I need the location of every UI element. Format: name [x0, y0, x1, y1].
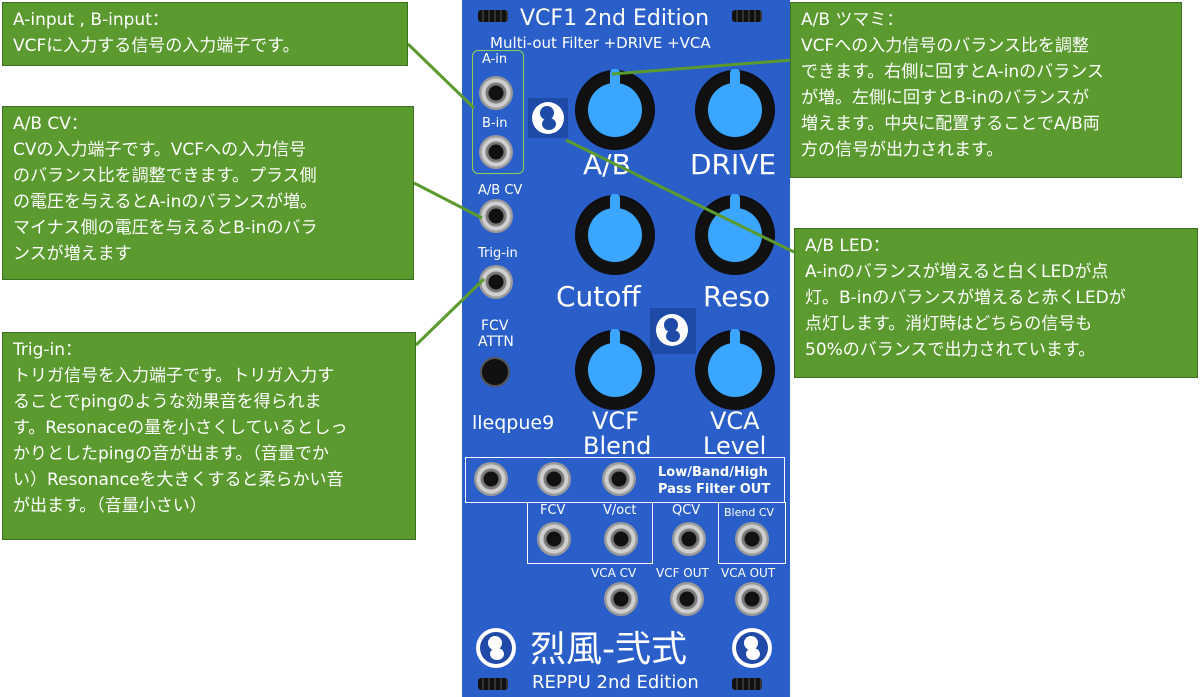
- jack-b-in[interactable]: [479, 135, 513, 169]
- connector-trig-in: [414, 277, 486, 347]
- note-ab-cv: A/B CV： CVの入力端子です。VCFへの入力信号 のバランス比を調整できま…: [2, 106, 414, 280]
- label-knob-drive: DRIVE: [690, 148, 777, 181]
- blend-cv-box: [718, 502, 786, 564]
- note-ab-led: A/B LED： A-inのバランスが増えると白くLEDが点 灯。B-inのバラ…: [794, 228, 1198, 378]
- connector-ab-led: [565, 138, 795, 254]
- label-vca-cv: VCA CV: [591, 566, 637, 580]
- label-knob-cutoff: Cutoff: [556, 280, 641, 313]
- label-attn: ATTN: [478, 334, 514, 350]
- note-ab-cv-title: A/B CV：: [13, 114, 88, 134]
- brand-logo-left-icon: [476, 628, 516, 668]
- note-ab-input-body: VCFに入力する信号の入力端子です。: [13, 36, 300, 56]
- label-knob-blend: Blend: [583, 432, 652, 460]
- note-ab-knob-title: A/B ツマミ：: [801, 10, 904, 30]
- jack-low-pass-out[interactable]: [474, 462, 508, 496]
- jack-blend-cv[interactable]: [735, 522, 769, 556]
- ab-input-highlight: [472, 50, 524, 174]
- label-a-in: A-in: [482, 52, 508, 67]
- module-subtitle: Multi-out Filter +DRIVE +VCA: [490, 34, 711, 52]
- jack-a-in[interactable]: [479, 76, 513, 110]
- brand-logo-right-icon: [732, 628, 772, 668]
- knob-cutoff[interactable]: [575, 194, 655, 275]
- jack-voct[interactable]: [604, 522, 638, 556]
- jack-vcf-out[interactable]: [670, 582, 704, 616]
- jack-qcv[interactable]: [672, 522, 706, 556]
- label-knob-level: Level: [703, 432, 767, 460]
- rail-screw-top-left: [478, 10, 508, 22]
- knob-ab[interactable]: [575, 69, 655, 150]
- ab-led-logo-icon: [528, 98, 568, 138]
- jack-band-pass-out[interactable]: [537, 462, 571, 496]
- label-knob-reso: Reso: [703, 280, 771, 313]
- rail-screw-bottom-right: [732, 678, 762, 690]
- label-vca-out: VCA OUT: [721, 566, 776, 580]
- jack-trig-in[interactable]: [479, 265, 513, 299]
- label-trig-in: Trig-in: [478, 246, 518, 261]
- knob-vca-level[interactable]: [695, 329, 775, 410]
- label-b-in: B-in: [482, 116, 508, 131]
- edition-label: REPPU 2nd Edition: [532, 672, 699, 693]
- connector-ab-cv: [413, 181, 483, 220]
- jack-vca-out[interactable]: [735, 582, 769, 616]
- knob-drive[interactable]: [695, 69, 775, 150]
- jack-fcv[interactable]: [537, 522, 571, 556]
- note-ab-input: A-input , B-input： VCFに入力する信号の入力端子です。: [2, 2, 408, 66]
- center-logo-icon: [650, 308, 696, 354]
- label-fcv: FCV: [481, 318, 509, 334]
- note-ab-led-title: A/B LED：: [805, 236, 890, 256]
- maker-label: lleqpue9: [472, 412, 555, 434]
- label-knob-vcf: VCF: [592, 407, 639, 435]
- jack-high-pass-out[interactable]: [602, 462, 636, 496]
- label-blend-cv: Blend CV: [724, 506, 775, 519]
- label-voct: V/oct: [603, 503, 637, 518]
- label-fcv-jack: FCV: [540, 503, 566, 518]
- note-trig-in-title: Trig-in：: [13, 340, 83, 360]
- label-filter-out-2: Pass Filter OUT: [658, 482, 771, 497]
- fcv-attenuator-trimmer[interactable]: [480, 357, 510, 387]
- connector-ab-input: [406, 42, 476, 110]
- label-vcf-out: VCF OUT: [656, 566, 709, 580]
- rail-screw-top-right: [732, 10, 762, 22]
- note-ab-cv-body: CVの入力端子です。VCFへの入力信号 のバランス比を調整できます。プラス側 の…: [13, 140, 318, 264]
- rail-screw-bottom-left: [478, 678, 508, 690]
- note-ab-knob: A/B ツマミ： VCFへの入力信号のバランス比を調整 できます。右側に回すとA…: [790, 2, 1182, 178]
- knob-vcf-blend[interactable]: [575, 329, 655, 410]
- label-knob-vca: VCA: [710, 407, 760, 435]
- jack-ab-cv[interactable]: [479, 199, 513, 233]
- brand-name: 烈風-弐式: [530, 629, 687, 670]
- label-filter-out-1: Low/Band/High: [658, 465, 768, 480]
- note-trig-in: Trig-in： トリガ信号を入力端子です。トリガ入力す ることでpingのよう…: [2, 332, 416, 540]
- note-ab-knob-body: VCFへの入力信号のバランス比を調整 できます。右側に回すとA-inのバランス …: [801, 36, 1104, 160]
- jack-vca-cv[interactable]: [604, 582, 638, 616]
- module-title: VCF1 2nd Edition: [520, 6, 710, 31]
- label-ab-cv: A/B CV: [478, 183, 523, 198]
- note-ab-led-body: A-inのバランスが増えると白くLEDが点 灯。B-inのバランスが増えると赤く…: [805, 262, 1126, 360]
- note-ab-input-title: A-input , B-input：: [13, 10, 169, 30]
- connector-ab-knob: [611, 58, 793, 76]
- cv-box: [527, 502, 653, 564]
- note-trig-in-body: トリガ信号を入力端子です。トリガ入力す ることでpingのような効果音を得られま…: [13, 366, 348, 516]
- label-qcv: QCV: [672, 503, 701, 518]
